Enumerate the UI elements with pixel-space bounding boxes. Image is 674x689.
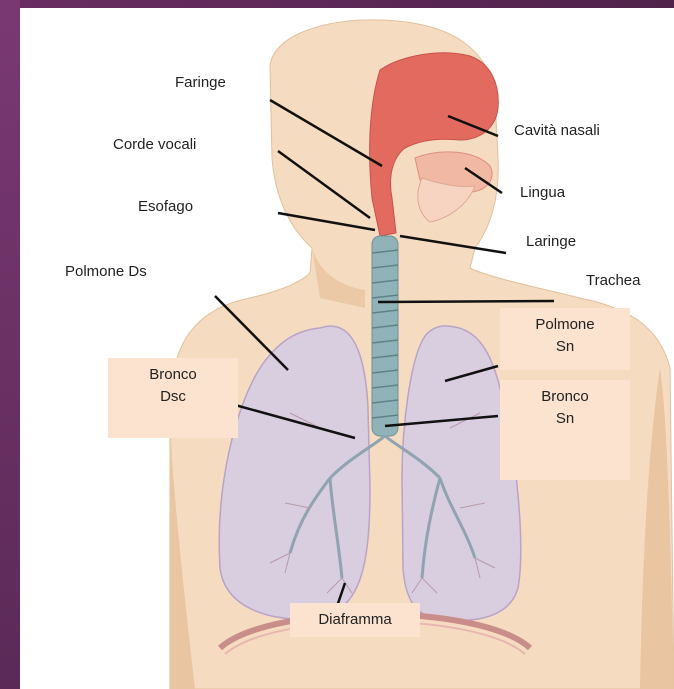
label-diaframma: Diaframma (290, 603, 420, 637)
label-polmone-sn-line2: Sn (500, 336, 630, 358)
diagram-panel: Faringe Corde vocali Esofago Polmone Ds … (20, 8, 674, 689)
label-lingua: Lingua (520, 184, 565, 201)
label-trachea: Trachea (586, 272, 640, 289)
label-bronco-sn-line1: Bronco (500, 386, 630, 408)
label-faringe: Faringe (175, 74, 226, 91)
slide-accent-stripe (0, 0, 20, 689)
label-bronco-dsc-line1: Bronco (108, 364, 238, 386)
label-esofago: Esofago (138, 198, 193, 215)
label-polmone-ds: Polmone Ds (65, 263, 147, 280)
label-bronco-dsc: Bronco Dsc (108, 358, 238, 438)
label-bronco-sn-line2: Sn (500, 408, 630, 430)
label-bronco-sn: Bronco Sn (500, 380, 630, 480)
label-polmone-sn-line1: Polmone (500, 314, 630, 336)
label-polmone-sn: Polmone Sn (500, 308, 630, 370)
label-cavita-nasali: Cavità nasali (514, 122, 600, 139)
label-corde-vocali: Corde vocali (113, 136, 196, 153)
label-laringe: Laringe (526, 233, 576, 250)
label-bronco-dsc-line2: Dsc (108, 386, 238, 408)
